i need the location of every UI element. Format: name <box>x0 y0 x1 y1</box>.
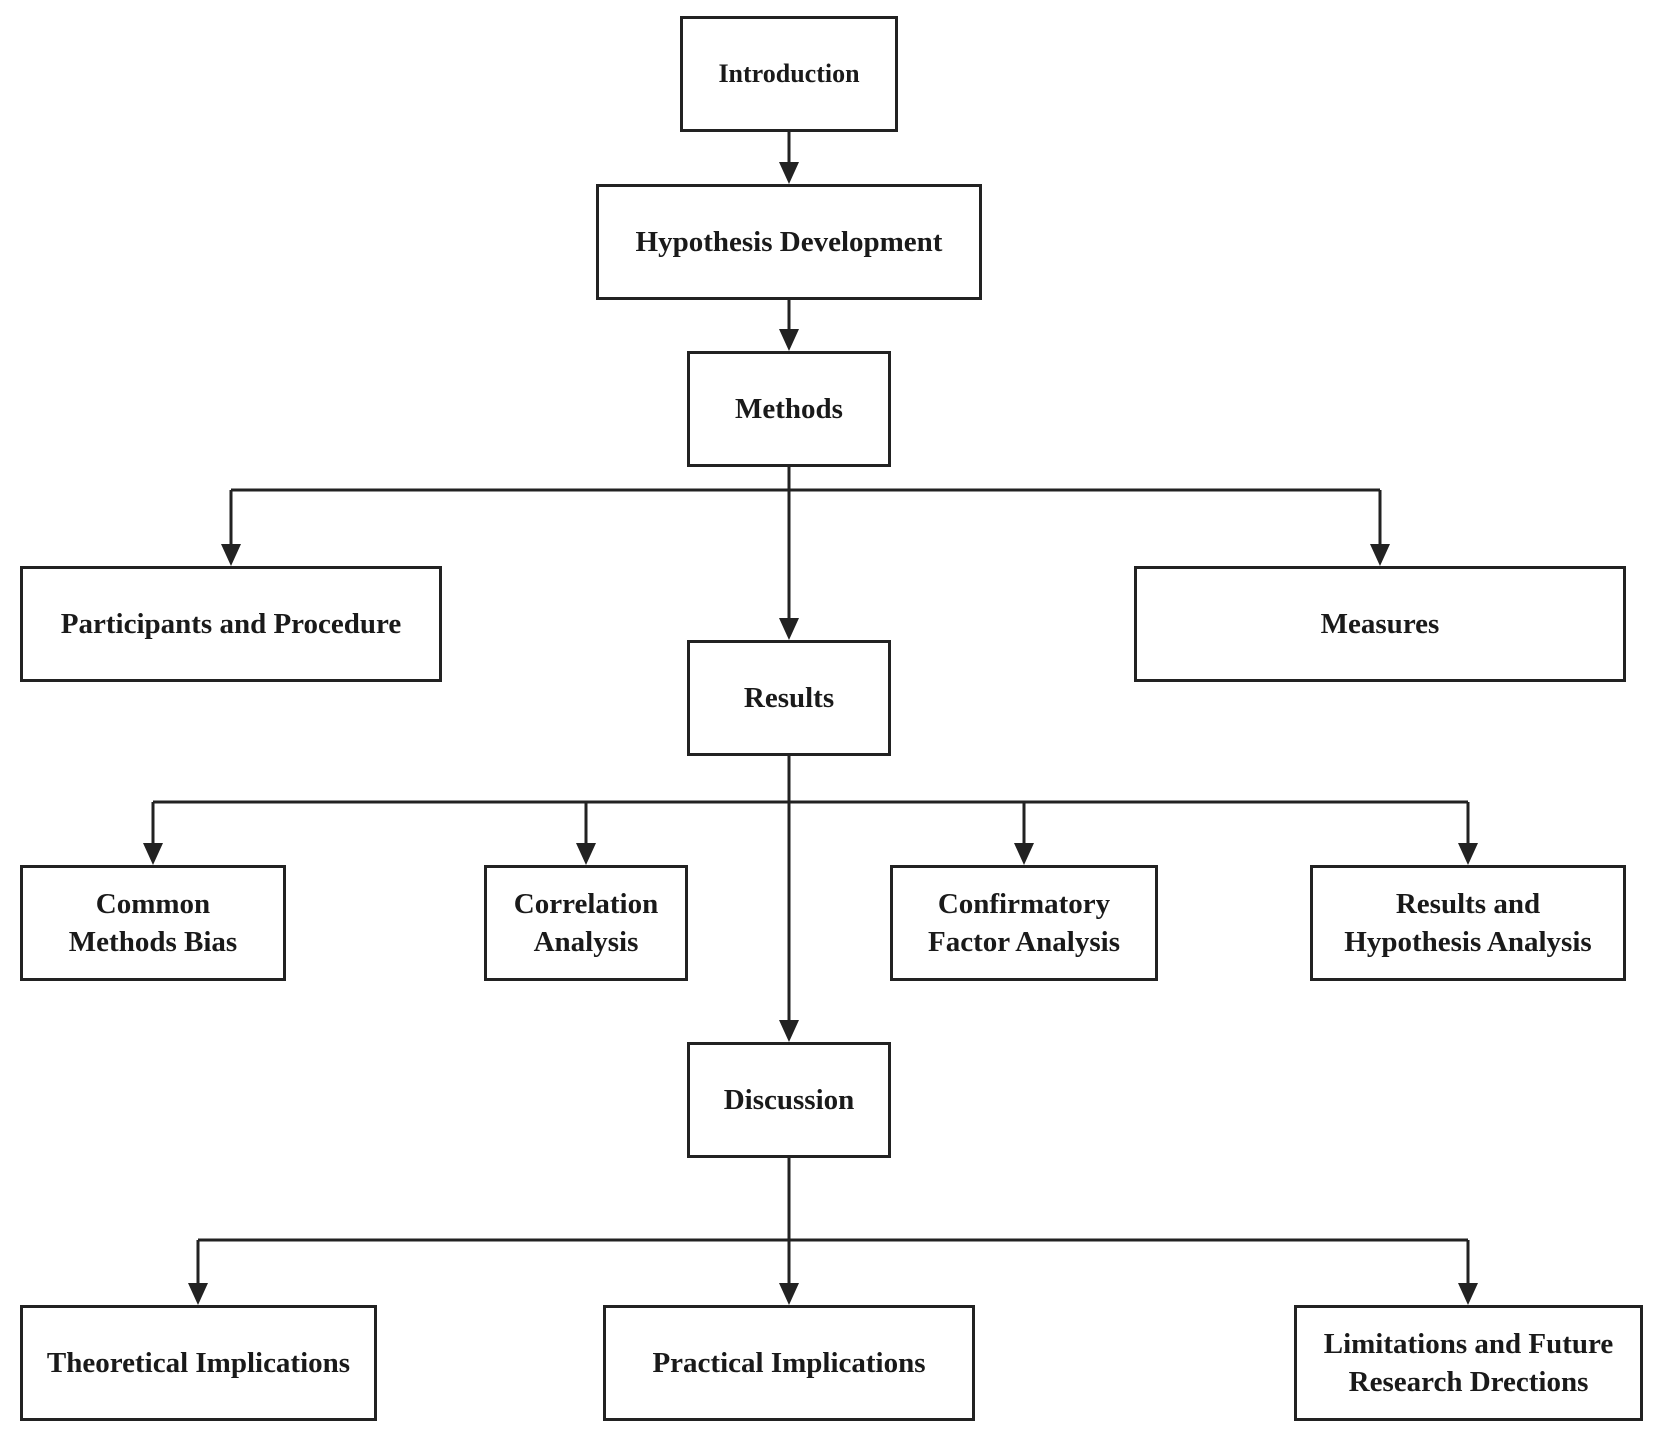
node-limitations-and-future-research: Limitations and Future Research Drection… <box>1294 1305 1643 1421</box>
node-practical-implications: Practical Implications <box>603 1305 975 1421</box>
node-label: Introduction <box>718 59 860 88</box>
node-introduction: Introduction <box>680 16 898 132</box>
edge-results-rha-arrowhead <box>1458 843 1478 865</box>
node-label: Results and Hypothesis Analysis <box>1344 888 1592 958</box>
node-participants-and-procedure: Participants and Procedure <box>20 566 442 682</box>
node-label: Participants and Procedure <box>60 608 402 640</box>
node-confirmatory-factor-analysis: Confirmatory Factor Analysis <box>890 865 1158 981</box>
edge-introduction-hypothesis-arrowhead <box>779 162 799 184</box>
node-label: Common Methods Bias <box>68 888 238 958</box>
edge-results-cfa-arrowhead <box>1014 843 1034 865</box>
edge-methods-participants-arrowhead <box>221 544 241 566</box>
edge-results-discussion-arrowhead <box>779 1020 799 1042</box>
node-discussion: Discussion <box>687 1042 891 1158</box>
edge-methods-results-arrowhead <box>779 618 799 640</box>
node-label: Limitations and Future Research Drection… <box>1323 1328 1614 1398</box>
edge-discussion-theoretical-arrowhead <box>188 1283 208 1305</box>
node-methods: Methods <box>687 351 891 467</box>
node-label: Measures <box>1320 608 1440 640</box>
node-common-methods-bias: Common Methods Bias <box>20 865 286 981</box>
node-label: Practical Implications <box>652 1347 926 1379</box>
node-label: Correlation Analysis <box>513 888 659 958</box>
edge-results-correlation-arrowhead <box>576 843 596 865</box>
node-correlation-analysis: Correlation Analysis <box>484 865 688 981</box>
edge-discussion-limitations-arrowhead <box>1458 1283 1478 1305</box>
edge-methods-measures-arrowhead <box>1370 544 1390 566</box>
node-label: Confirmatory Factor Analysis <box>928 888 1120 958</box>
node-label: Results <box>743 682 835 714</box>
node-theoretical-implications: Theoretical Implications <box>20 1305 377 1421</box>
node-hypothesis-development: Hypothesis Development <box>596 184 982 300</box>
edge-results-common-methods-bias-arrowhead <box>143 843 163 865</box>
node-label: Methods <box>735 393 843 425</box>
node-results-and-hypothesis-analysis: Results and Hypothesis Analysis <box>1310 865 1626 981</box>
node-label: Hypothesis Development <box>635 226 943 258</box>
edge-discussion-practical-arrowhead <box>779 1283 799 1305</box>
node-label: Theoretical Implications <box>46 1347 351 1379</box>
node-results: Results <box>687 640 891 756</box>
node-label: Discussion <box>723 1084 855 1116</box>
edge-hypothesis-methods-arrowhead <box>779 329 799 351</box>
node-measures: Measures <box>1134 566 1626 682</box>
